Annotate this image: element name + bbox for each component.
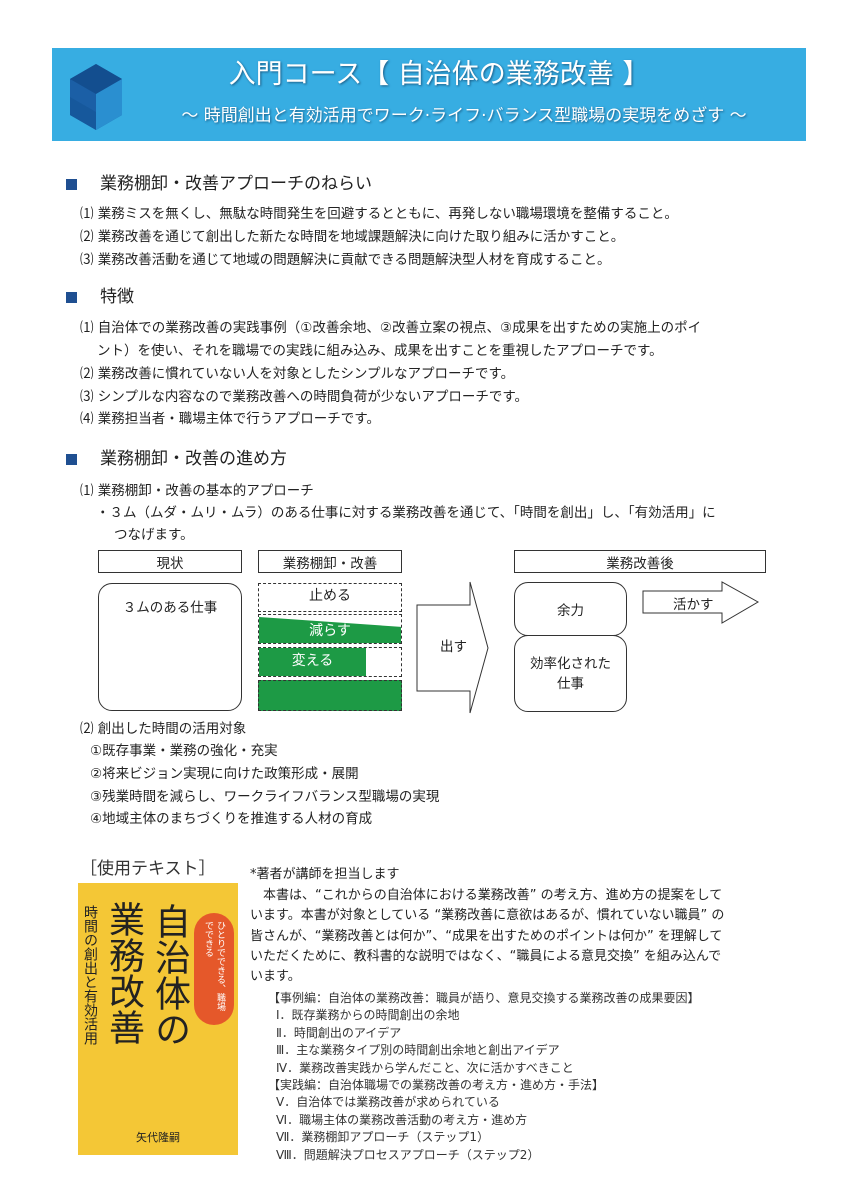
contents-chapter: Ⅱ．時間創出のアイデア: [276, 1025, 402, 1040]
list-item: ⑶ シンプルな内容なので業務改善への時間負荷が少ないアプローチです。: [80, 389, 529, 405]
book-description: 皆さんが、“業務改善とは何か”、“成果を出すためのポイントは何か” を理解して: [250, 929, 723, 944]
change-label: 変える: [259, 648, 366, 676]
remaining-work-box: [258, 680, 402, 711]
section-heading: 業務棚卸・改善の進め方: [100, 449, 287, 469]
contents-chapter: Ⅰ．既存業務からの時間創出の余地: [276, 1008, 460, 1023]
contents-chapter: Ⅲ．主な業務タイプ別の時間創出余地と創出アイデア: [276, 1043, 560, 1058]
list-item: ⑵ 業務改善を通じて創出した新たな時間を地域課題解決に向けた取り組みに活かすこと…: [80, 229, 625, 245]
list-item: つなげます。: [114, 527, 194, 543]
stop-box: 止める: [258, 583, 402, 612]
book-cover-title-left: 業務改善: [103, 901, 144, 1045]
label-current: 現状: [98, 550, 242, 573]
label-after: 業務改善後: [514, 550, 766, 573]
out-arrow-icon: [416, 581, 489, 714]
list-item: ④地域主体のまちづくりを推進する人材の育成: [90, 811, 373, 827]
book-description: います。本書が対象としている “業務改善に意欲はあるが、慣れていない職員” の: [250, 908, 725, 923]
contents-chapter: Ⅵ．職場主体の業務改善活動の考え方・進め方: [276, 1112, 528, 1127]
efficient-work-box: 効率化された仕事: [514, 635, 627, 712]
contents-chapter: Ⅳ．業務改善実践から学んだこと、次に活かすべきこと: [276, 1060, 574, 1075]
book-contents: 【事例編：自治体の業務改善：職員が語り、意見交換する業務改善の成果要因】 Ⅰ．既…: [268, 990, 700, 1164]
header-banner: 入門コース【 自治体の業務改善 】 ～ 時間創出と有効活用でワーク·ライフ·バラ…: [52, 48, 806, 141]
text-label: ［使用テキスト］: [80, 859, 216, 879]
label-inventory: 業務棚卸・改善: [258, 550, 402, 573]
contents-chapter: Ⅷ．問題解決プロセスアプローチ（ステップ2）: [276, 1147, 540, 1162]
reduce-box: 減らす: [258, 614, 402, 644]
work-box: ３ムのある仕事: [98, 583, 242, 711]
book-cover-title-right: 自治体の: [149, 903, 190, 1047]
reduce-label: 減らす: [309, 623, 351, 639]
contents-part: 【実践編：自治体職場での業務改善の考え方・進め方・手法】: [268, 1078, 605, 1093]
list-item: ⑴ 自治体での業務改善の実践事例（①改善余地、②改善立案の視点、③成果を出すため…: [80, 320, 702, 336]
heading-bullet-icon: [66, 454, 77, 465]
book-cover-bubble-text: ひとりでできる、職場でできる: [203, 921, 225, 1011]
page-title: 入門コース【 自治体の業務改善 】: [228, 59, 650, 90]
cube-logo-icon: [70, 64, 122, 130]
contents-chapter: Ⅶ．業務棚卸アプローチ（ステップ1）: [276, 1130, 490, 1145]
list-item: ③残業時間を減らし、ワークライフバランス型職場の実現: [90, 789, 440, 805]
heading-bullet-icon: [66, 292, 77, 303]
heading-bullet-icon: [66, 179, 77, 190]
book-description: いただくために、教科書的な説明ではなく、“職員による意見交換” を組み込んで: [250, 949, 722, 964]
list-item: ①既存事業・業務の強化・充実: [90, 743, 278, 759]
list-item: ・３ム（ムダ・ムリ・ムラ）のある仕事に対する業務改善を通じて、「時間を創出」し、…: [96, 505, 716, 521]
contents-part: 【事例編：自治体の業務改善：職員が語り、意見交換する業務改善の成果要因】: [268, 991, 700, 1005]
book-description: 本書は、“これからの自治体における業務改善” の考え方、進め方の提案をして: [250, 888, 723, 903]
uses-title: ⑵ 創出した時間の活用対象: [80, 721, 247, 737]
book-note: *著者が講師を担当します: [250, 867, 400, 882]
reduce-shape: [259, 617, 401, 643]
list-item: ⑶ 業務改善活動を通じて地域の問題解決に貢献できる問題解決型人材を育成すること。: [80, 252, 611, 268]
book-cover: 時間の創出と有効活用 業務改善 自治体の ひとりでできる、職場でできる 矢代隆嗣: [78, 883, 238, 1155]
book-description: います。: [250, 969, 301, 984]
use-arrow-icon: [642, 581, 760, 624]
list-item: ント）を使い、それを職場での実践に組み込み、成果を出すことを重視したアプローチで…: [97, 343, 663, 359]
list-item: ⑴ 業務ミスを無くし、無駄な時間発生を回避するとともに、再発しない職場環境を整備…: [80, 206, 678, 222]
list-item: ⑴ 業務棚卸・改善の基本的アプローチ: [80, 483, 314, 499]
book-author: 矢代隆嗣: [136, 1131, 180, 1144]
list-item: ⑵ 業務改善に慣れていない人を対象としたシンプルなアプローチです。: [80, 366, 515, 382]
stop-label: 止める: [309, 588, 351, 604]
out-label: 出す: [440, 639, 467, 655]
contents-chapter: Ⅴ．自治体では業務改善が求められている: [276, 1095, 500, 1110]
book-cover-subtitle: 時間の創出と有効活用: [82, 905, 98, 1045]
section-heading: 特徴: [100, 287, 134, 307]
page-subtitle: ～ 時間創出と有効活用でワーク·ライフ·バランス型職場の実現をめざす ～: [181, 106, 747, 126]
book-cover-bubble: ひとりでできる、職場でできる: [194, 913, 234, 1025]
list-item: ②将来ビジョン実現に向けた政策形成・展開: [90, 766, 359, 782]
list-item: ⑷ 業務担当者・職場主体で行うアプローチです。: [80, 411, 380, 427]
change-box: 変える: [258, 647, 402, 677]
section-heading: 業務棚卸・改善アプローチのねらい: [100, 174, 372, 194]
capacity-box: 余力: [514, 582, 627, 636]
use-label: 活かす: [673, 597, 714, 613]
